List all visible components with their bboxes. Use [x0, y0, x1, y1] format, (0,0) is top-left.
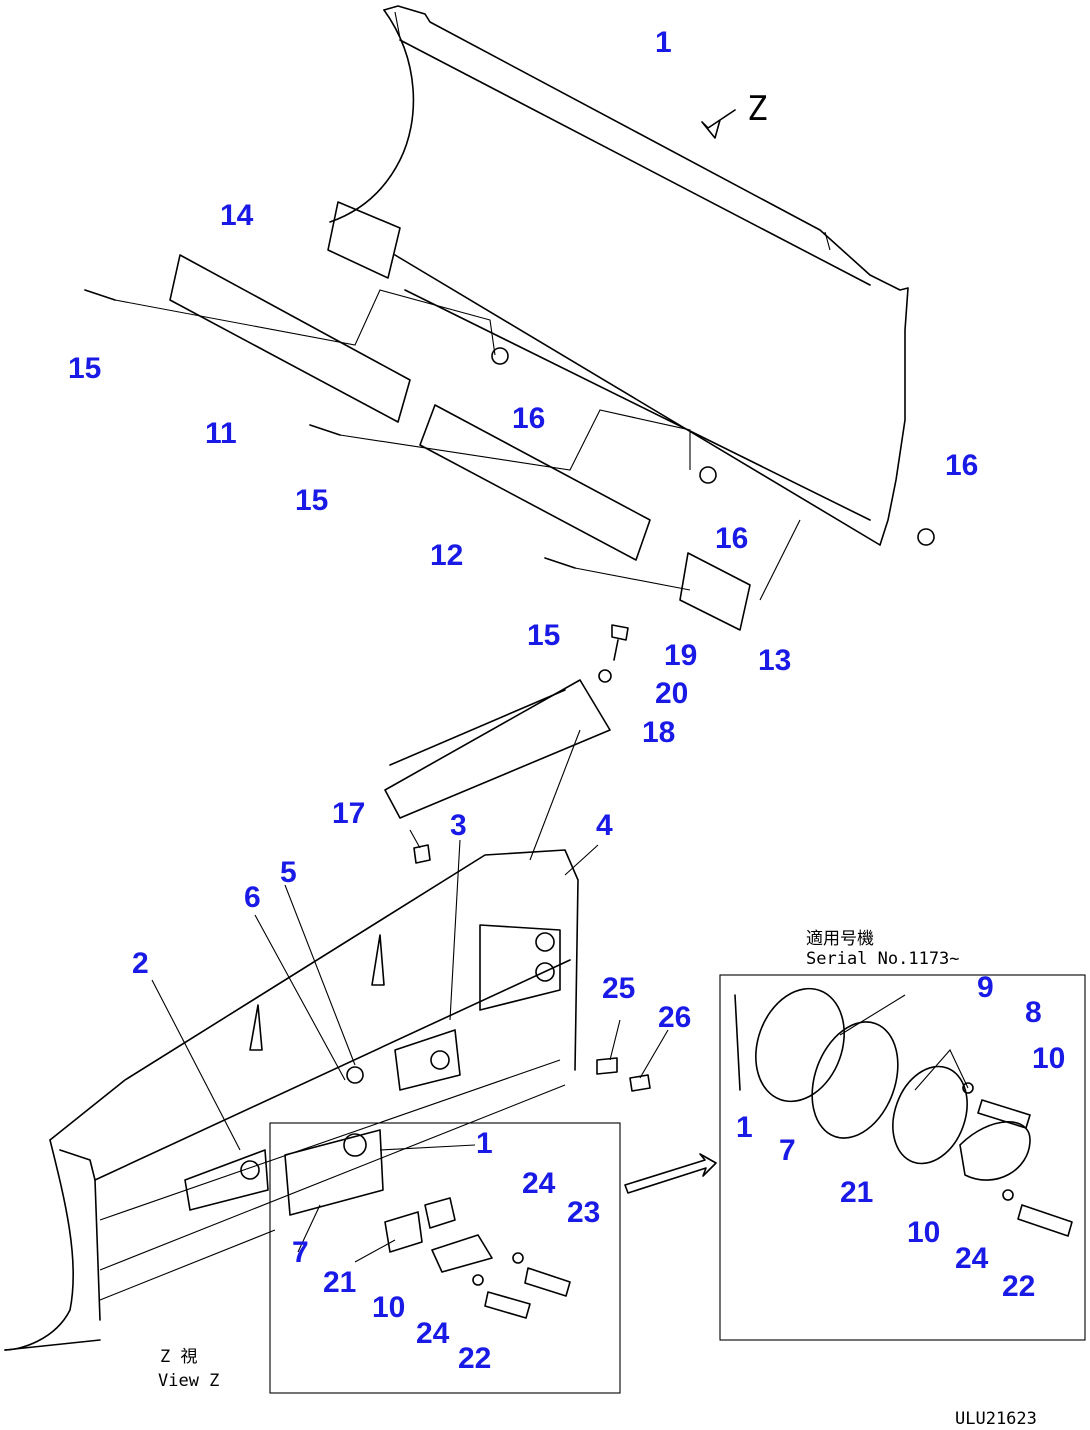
view-label-jp: Z 視 — [160, 1347, 197, 1367]
callout: 21 — [323, 1266, 356, 1299]
callout: 19 — [664, 639, 697, 672]
callout: 16 — [512, 402, 545, 435]
view-label-en: View Z — [158, 1371, 219, 1391]
detail-arrow — [624, 1153, 717, 1194]
callout: 9 — [977, 971, 994, 1004]
callout: 11 — [205, 417, 237, 450]
callout: 7 — [292, 1236, 309, 1269]
callout: 15 — [527, 619, 560, 652]
callout: 22 — [458, 1342, 491, 1375]
callout: 24 — [522, 1167, 556, 1200]
view-arrow-label: Z — [747, 89, 767, 129]
serial-number: Serial No.1173~ — [806, 949, 960, 969]
callout: 4 — [596, 809, 613, 842]
callout: 2 — [132, 947, 149, 980]
callout: 10 — [1032, 1042, 1065, 1075]
callout: 16 — [715, 522, 748, 555]
callout: 12 — [430, 539, 463, 572]
serial-detail-box — [719, 974, 1086, 1341]
callout: 22 — [1002, 1270, 1035, 1303]
callout: 24 — [955, 1242, 989, 1275]
callout: 6 — [244, 881, 261, 914]
callout: 26 — [658, 1001, 691, 1034]
blade-assembly — [84, 5, 935, 683]
applicable-serial-jp: 適用号機 — [806, 929, 874, 949]
callout: 3 — [450, 809, 467, 842]
callout: 13 — [758, 644, 791, 677]
callout: 17 — [332, 797, 365, 830]
callout: 15 — [68, 352, 101, 385]
detail-box — [269, 1122, 621, 1394]
callout: 1 — [655, 26, 672, 59]
callout: 23 — [567, 1196, 600, 1229]
callout: 5 — [280, 856, 297, 889]
drawing-code: ULU21623 — [955, 1409, 1037, 1429]
frame-assembly — [4, 679, 669, 1351]
callout: 25 — [602, 972, 635, 1005]
callout: 10 — [907, 1216, 940, 1249]
callout: 24 — [416, 1317, 450, 1350]
callout: 7 — [779, 1134, 796, 1167]
callout: 8 — [1025, 996, 1042, 1029]
callout: 14 — [220, 199, 254, 232]
callout: 1 — [476, 1127, 493, 1160]
callout: 10 — [372, 1291, 405, 1324]
callout: 20 — [655, 677, 688, 710]
callout: 18 — [642, 716, 675, 749]
callout: 1 — [736, 1111, 753, 1144]
callout: 21 — [840, 1176, 873, 1209]
callout: 16 — [945, 449, 978, 482]
callout: 15 — [295, 484, 328, 517]
